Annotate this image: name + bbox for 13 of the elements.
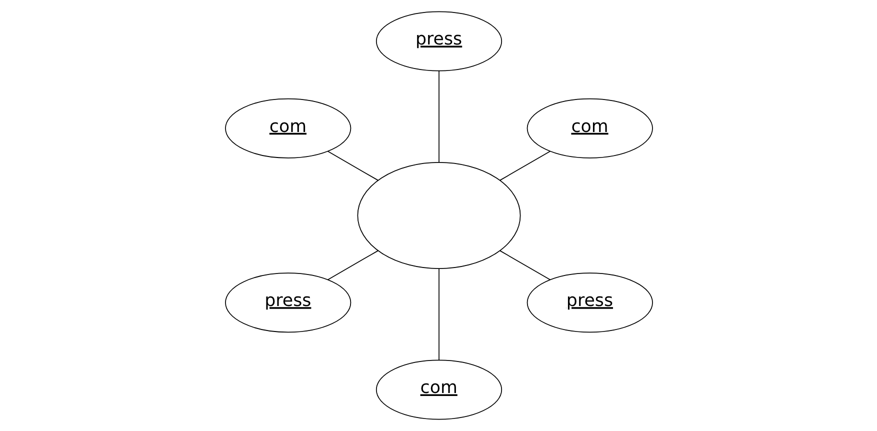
node-ellipse: press: [224, 272, 351, 333]
node-ellipse: press: [526, 272, 652, 333]
connector: [326, 150, 378, 181]
connector: [499, 250, 550, 280]
connector: [438, 268, 439, 361]
node-ellipse: [356, 162, 520, 269]
connector: [438, 70, 439, 163]
connector: [326, 250, 378, 280]
node-ellipse: com: [375, 360, 502, 420]
node-ellipse: press: [375, 11, 502, 72]
node-ellipse: com: [224, 98, 351, 158]
node-ellipse: com: [526, 98, 652, 158]
connector: [499, 150, 550, 181]
